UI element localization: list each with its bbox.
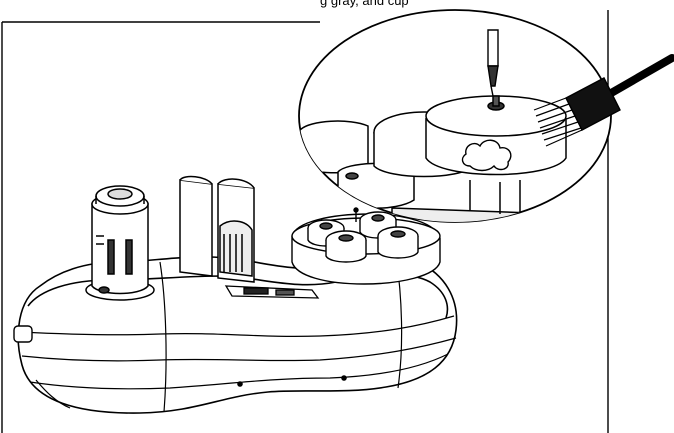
cylinder-housing <box>85 185 155 301</box>
rotor-cluster <box>291 207 441 285</box>
cleaning-brush-icon <box>533 54 674 147</box>
cloud-mark-icon <box>461 139 512 172</box>
screwdriver-icon <box>487 29 499 97</box>
figure-frame <box>1 10 609 433</box>
magnified-inset <box>298 9 612 223</box>
twin-holders <box>179 175 255 283</box>
caption-fragment: g gray, and cup <box>320 0 409 8</box>
control-panel <box>224 285 320 299</box>
